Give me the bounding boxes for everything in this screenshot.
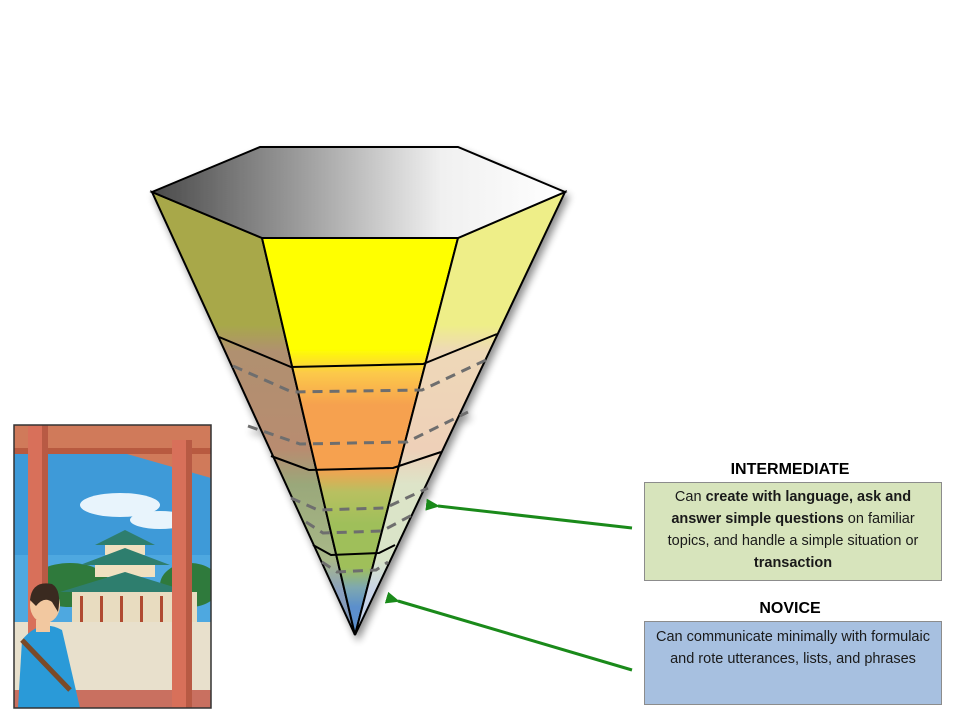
intermediate-description-box: Can create with language, ask and answer… [644,482,942,581]
sublevel-dashes [232,358,487,574]
intermediate-text-4: transaction [753,555,833,571]
intermediate-text-3: on familiar topics, and handle a simple … [667,511,919,549]
traveler-temple-illustration [13,424,212,709]
intermediate-text-2: create with language, ask and answer sim… [671,489,912,527]
band-boundaries [218,333,498,557]
novice-title: NOVICE [759,600,821,617]
inverted-cone [149,146,568,636]
novice-text: Can communicate minimally with formulaic… [656,629,930,667]
intermediate-title: INTERMEDIATE [730,461,850,478]
intermediate-arrow [425,498,633,530]
novice-description-box: Can communicate minimally with formulaic… [644,621,942,705]
cone-top-face [149,146,568,239]
novice-arrow [384,591,633,672]
intermediate-text-1: Can [674,489,706,505]
